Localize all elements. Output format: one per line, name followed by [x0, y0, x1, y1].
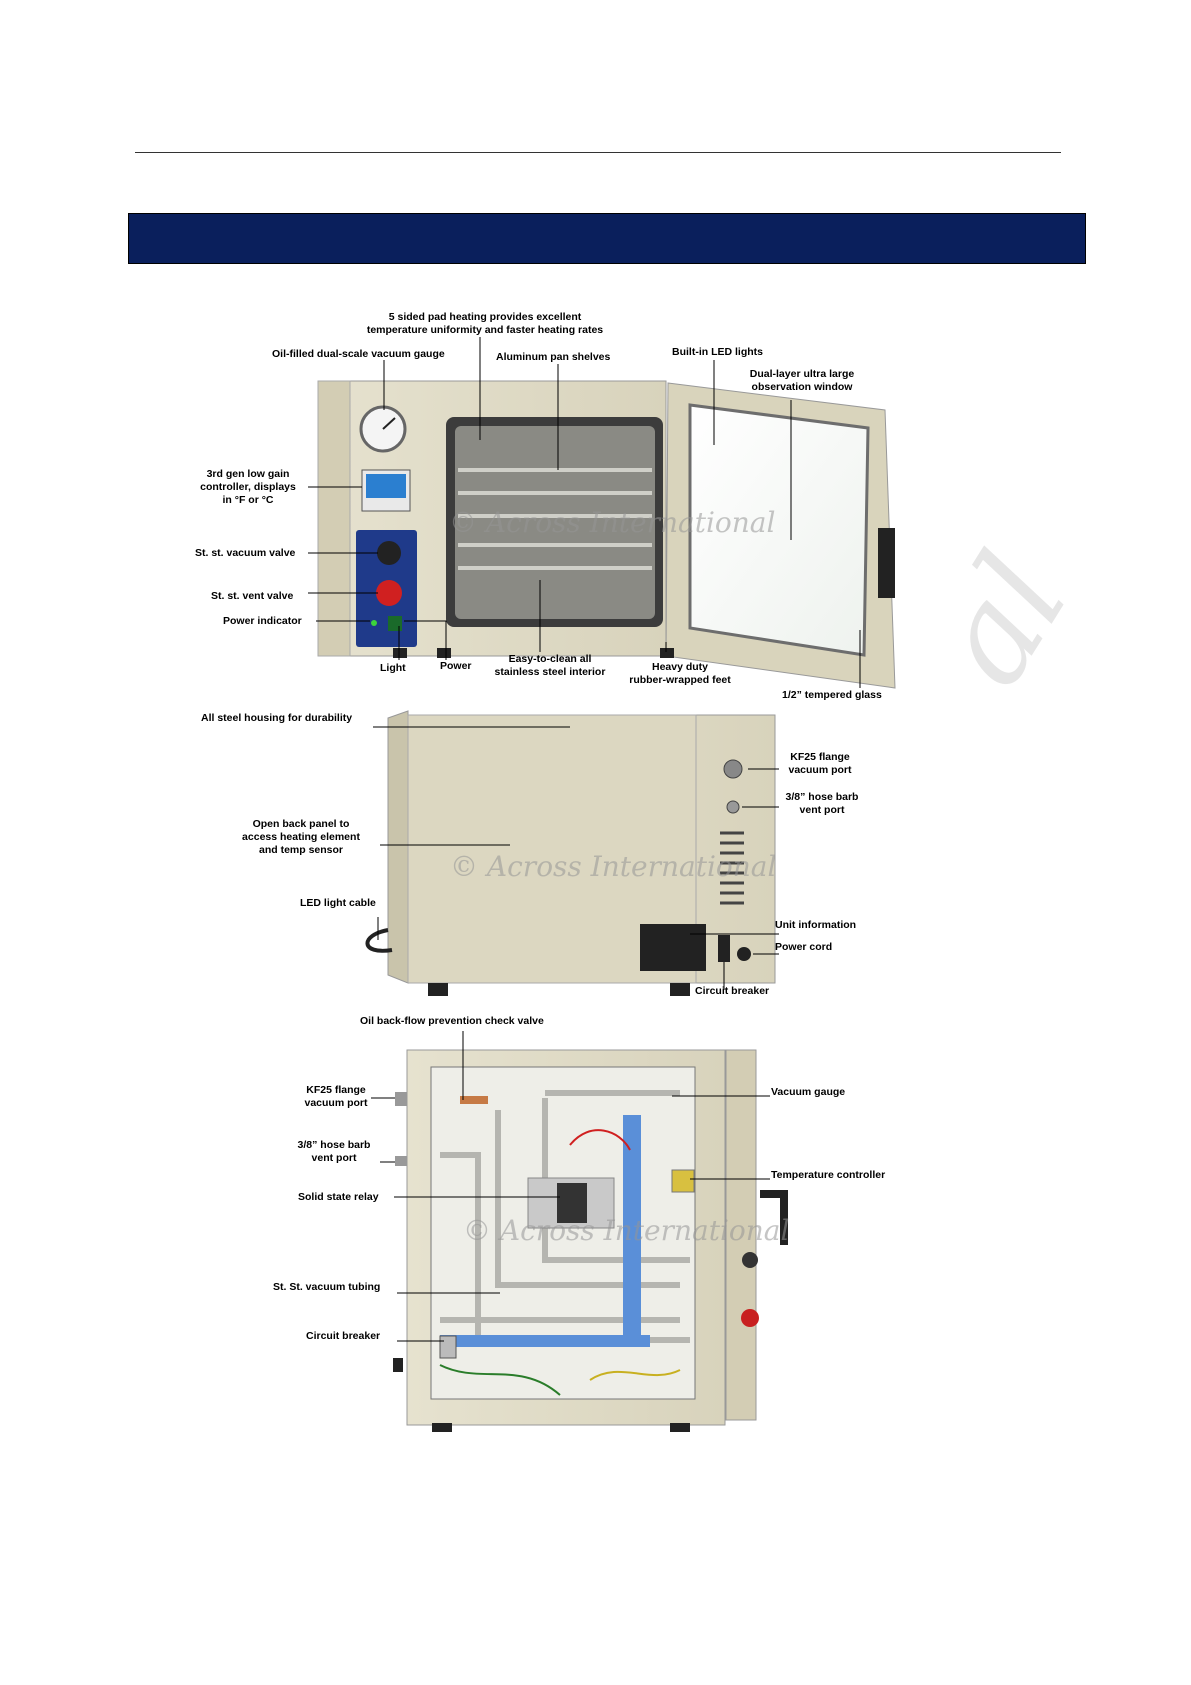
- kf25-port-icon: [723, 759, 743, 779]
- label-check-valve: Oil back-flow prevention check valve: [360, 1015, 544, 1027]
- label-kf25-back: KF25 flange vacuum port: [788, 751, 852, 776]
- label-housing: All steel housing for durability: [201, 712, 353, 724]
- label-tempered-glass: 1/2” tempered glass: [782, 689, 882, 701]
- label-power: Power: [440, 660, 472, 672]
- label-interior: Easy-to-clean all stainless steel interi…: [494, 653, 606, 678]
- power-cord-icon: [737, 947, 751, 961]
- label-led-cable: LED light cable: [300, 897, 376, 909]
- label-pad-heating: 5 sided pad heating provides excellent t…: [366, 311, 604, 336]
- interior-circuit-breaker-icon: [439, 1335, 457, 1359]
- label-vacuum-gauge-interior: Vacuum gauge: [771, 1086, 846, 1098]
- label-led-lights: Built-in LED lights: [672, 346, 763, 358]
- watermark-interior: © Across International: [463, 1214, 790, 1247]
- oven-back-figure: [365, 710, 779, 996]
- label-vacuum-gauge: Oil-filled dual-scale vacuum gauge: [272, 348, 445, 360]
- label-power-cord: Power cord: [775, 941, 833, 953]
- oven-interior-figure: [371, 1031, 788, 1432]
- label-hose-barb-back: 3/8” hose barb vent port: [785, 791, 859, 816]
- vent-valve-knob-icon: [376, 580, 402, 606]
- label-vacuum-valve: St. st. vacuum valve: [195, 547, 296, 559]
- label-light: Light: [380, 662, 406, 674]
- label-kf25-interior: KF25 flange vacuum port: [304, 1084, 368, 1109]
- temperature-controller-icon: [671, 1169, 695, 1193]
- section-banner: [128, 213, 1086, 264]
- label-hose-barb-interior: 3/8” hose barb vent port: [297, 1139, 371, 1164]
- label-observation-window: Dual-layer ultra large observation windo…: [749, 368, 855, 393]
- label-back-panel: Open back panel to access heating elemen…: [242, 818, 360, 856]
- label-controller: 3rd gen low gain controller, displays in…: [200, 468, 296, 506]
- vacuum-valve-knob-icon: [377, 541, 401, 565]
- label-pan-shelves: Aluminum pan shelves: [496, 351, 611, 363]
- label-temp-controller: Temperature controller: [771, 1169, 886, 1181]
- label-vent-valve: St. st. vent valve: [211, 590, 294, 602]
- label-unit-info: Unit information: [775, 919, 857, 931]
- oven-front-figure: [308, 337, 896, 689]
- label-circuit-breaker-back: Circuit breaker: [695, 985, 770, 997]
- label-power-indicator: Power indicator: [223, 615, 302, 627]
- label-circuit-breaker-interior: Circuit breaker: [306, 1330, 381, 1342]
- hose-barb-icon: [726, 800, 740, 814]
- watermark-front: © Across International: [449, 506, 776, 539]
- watermark-back: © Across International: [450, 850, 777, 883]
- unit-info-plate-icon: [640, 924, 706, 971]
- label-relay: Solid state relay: [298, 1191, 379, 1203]
- header-rule: [135, 152, 1061, 153]
- label-feet: Heavy duty rubber-wrapped feet: [629, 661, 731, 686]
- circuit-breaker-icon: [718, 935, 730, 962]
- label-tubing: St. St. vacuum tubing: [273, 1281, 381, 1293]
